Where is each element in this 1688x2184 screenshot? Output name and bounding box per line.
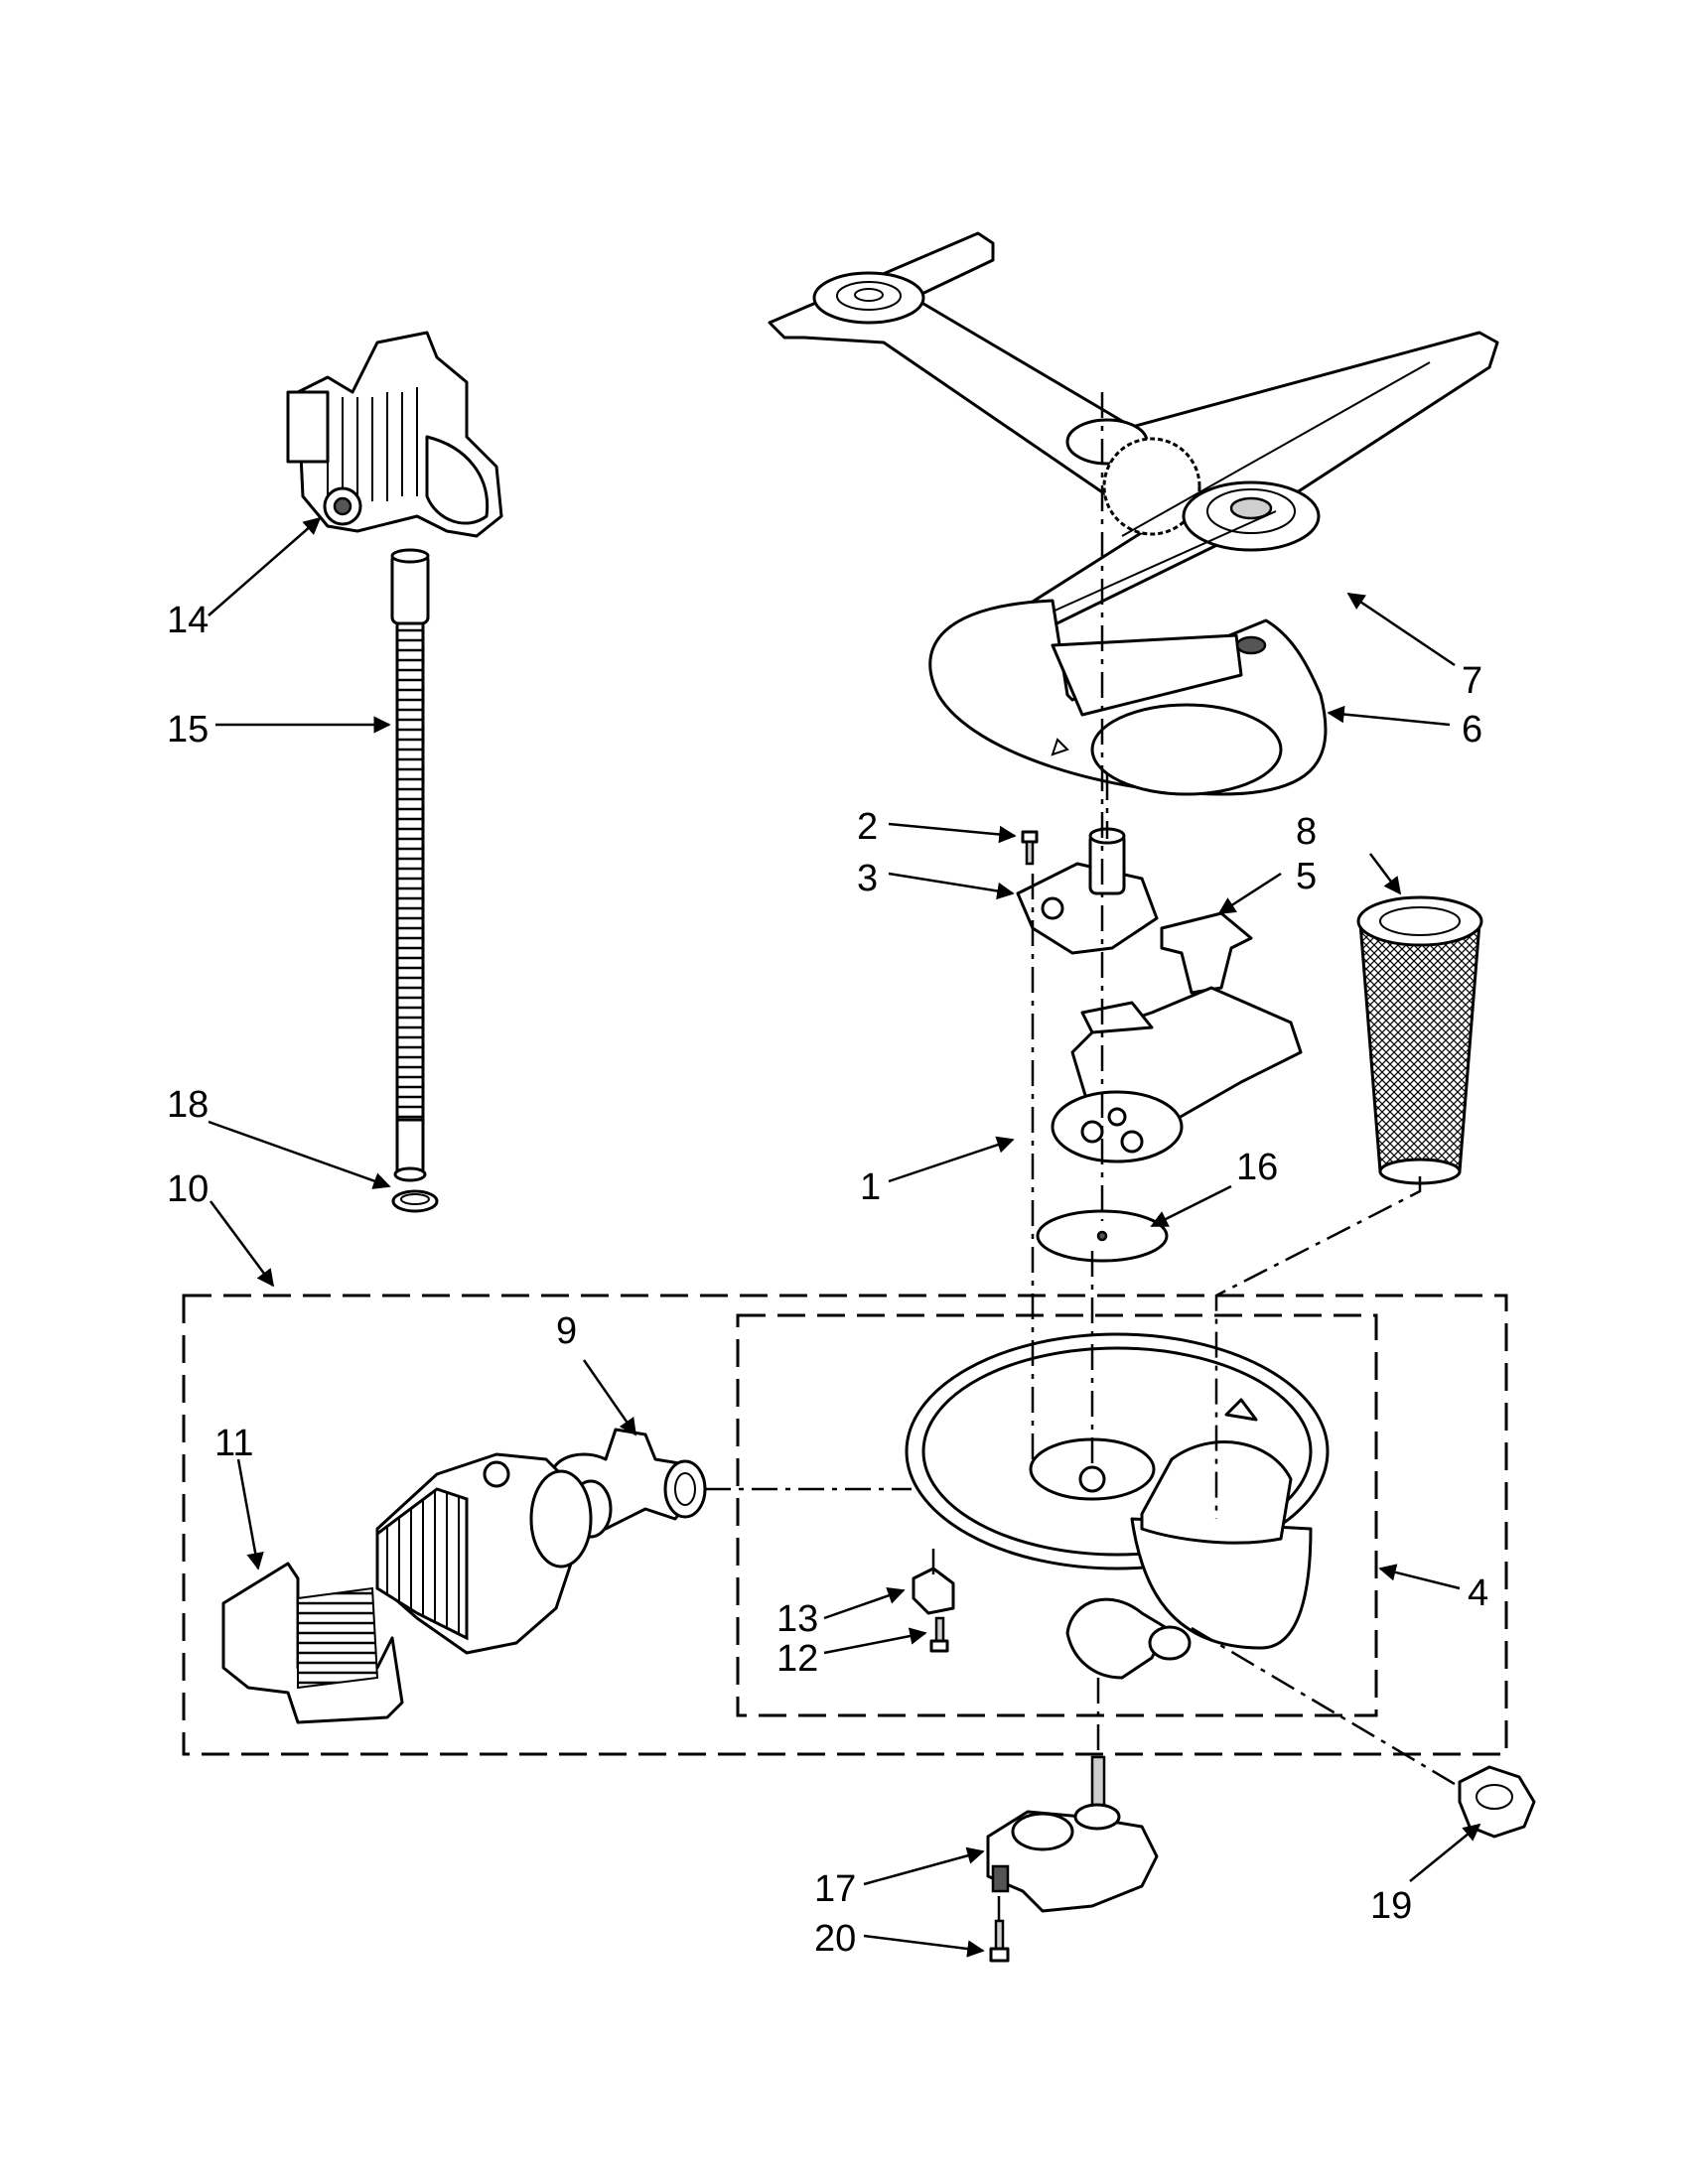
leader-lines	[208, 516, 1481, 1958]
seal-disc	[1036, 1209, 1169, 1263]
callout-19: 19	[1370, 1885, 1412, 1927]
bracket-13	[912, 1567, 955, 1615]
callout-12: 12	[776, 1638, 818, 1680]
diverter-motor	[986, 1755, 1159, 1913]
sensor	[1458, 1765, 1536, 1839]
screw-20	[989, 1919, 1010, 1963]
callout-18: 18	[167, 1084, 209, 1126]
screw-2	[1021, 830, 1039, 866]
callout-11: 11	[214, 1423, 253, 1464]
callout-4: 4	[1468, 1572, 1488, 1614]
spray-manifold	[928, 599, 1328, 796]
hose-clamp	[391, 1189, 439, 1213]
callout-20: 20	[814, 1918, 856, 1960]
callout-9: 9	[556, 1310, 577, 1352]
callout-2: 2	[857, 806, 878, 848]
drain-hose	[390, 548, 430, 1182]
spray-bracket	[1051, 986, 1303, 1163]
alignment-lines	[705, 392, 1461, 1921]
callout-16: 16	[1236, 1147, 1278, 1188]
callout-10: 10	[167, 1168, 209, 1210]
callout-7: 7	[1462, 660, 1482, 702]
screw-12	[929, 1616, 949, 1653]
sump-inner-box	[736, 1313, 1378, 1717]
callout-8: 8	[1296, 811, 1317, 853]
circulation-pump	[375, 1452, 593, 1655]
drain-pump	[286, 331, 503, 538]
filter	[1356, 895, 1483, 1185]
clip	[1160, 911, 1253, 995]
callout-1: 1	[860, 1166, 881, 1208]
callout-3: 3	[857, 858, 878, 899]
callout-6: 6	[1462, 709, 1482, 751]
sump-assembly-box	[182, 1294, 1508, 1756]
sump	[905, 1332, 1330, 1680]
callout-17: 17	[814, 1868, 856, 1910]
pump-cover	[221, 1562, 404, 1724]
callout-15: 15	[167, 709, 209, 751]
callout-labels: 14 15 18 10 11 9 7 6 2 3 5 8 1 16 4 13 1…	[167, 600, 1488, 1960]
spray-arm	[768, 231, 1499, 637]
callout-13: 13	[776, 1598, 818, 1640]
spray-hub	[1016, 827, 1159, 955]
callout-14: 14	[167, 600, 209, 641]
callout-5: 5	[1296, 856, 1317, 897]
